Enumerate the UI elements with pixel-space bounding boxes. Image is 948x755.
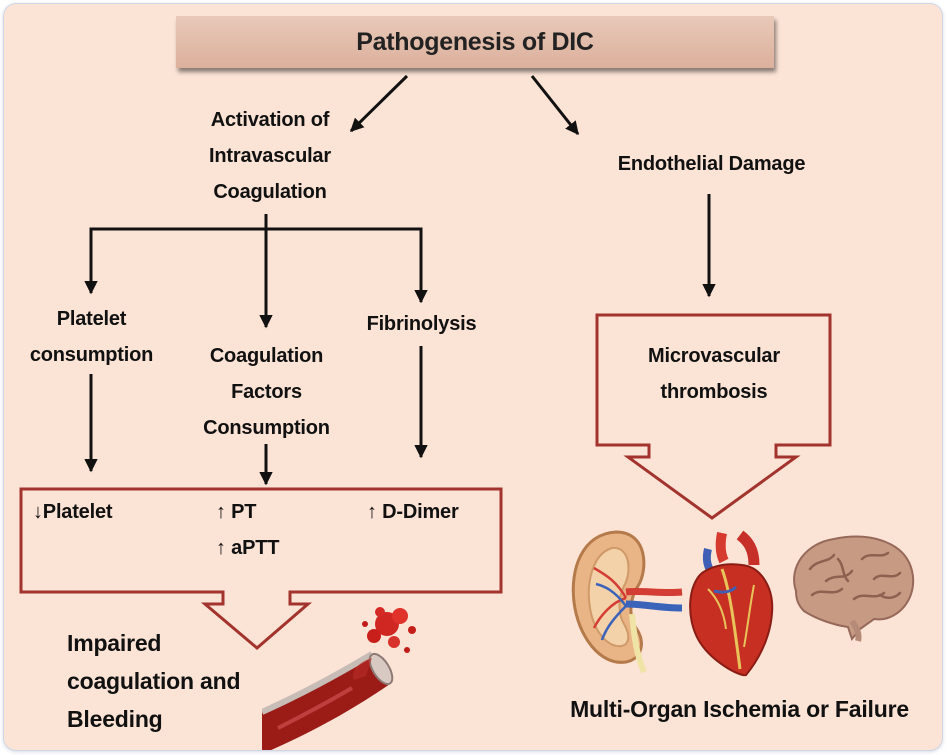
node-endothelial: Endothelial Damage <box>617 153 806 175</box>
arrow-title-to-activation <box>349 74 409 133</box>
diagram-frame: Pathogenesis of DIC Activation of Intrav… <box>4 4 942 750</box>
microvascular-box <box>595 313 832 520</box>
brain-image <box>793 535 915 642</box>
heart-image <box>689 530 774 677</box>
node-fibrinolysis: Fibrinolysis <box>366 313 477 335</box>
lab-pt: ↑ PT <box>216 501 257 523</box>
node-microvascular-thrombosis: Microvascular thrombosis <box>648 345 780 403</box>
arrow-title-to-endothelial <box>530 75 580 136</box>
activation-branch-bar <box>89 227 428 304</box>
diagram-title: Pathogenesis of DIC <box>356 27 594 56</box>
node-impaired-coagulation: Impaired coagulation and Bleeding <box>67 630 241 732</box>
lab-d-dimer: ↑ D-Dimer <box>367 501 459 523</box>
node-multi-organ-failure: Multi-Organ Ischemia or Failure <box>570 696 909 722</box>
kidney-image <box>571 530 683 674</box>
title-box: Pathogenesis of DIC <box>176 16 774 68</box>
node-platelet-consumption: Platelet consumption <box>29 308 154 366</box>
lab-platelet: ↓Platelet <box>33 501 113 523</box>
node-activation: Activation of Intravascular Coagulation <box>209 109 331 203</box>
node-coagulation-factors: Coagulation Factors Consumption <box>203 345 330 439</box>
bleeding-vessel-image <box>262 607 416 750</box>
flow-connectors <box>19 74 832 650</box>
lab-aptt: ↑ aPTT <box>216 537 280 559</box>
lab-findings-box <box>19 487 503 650</box>
